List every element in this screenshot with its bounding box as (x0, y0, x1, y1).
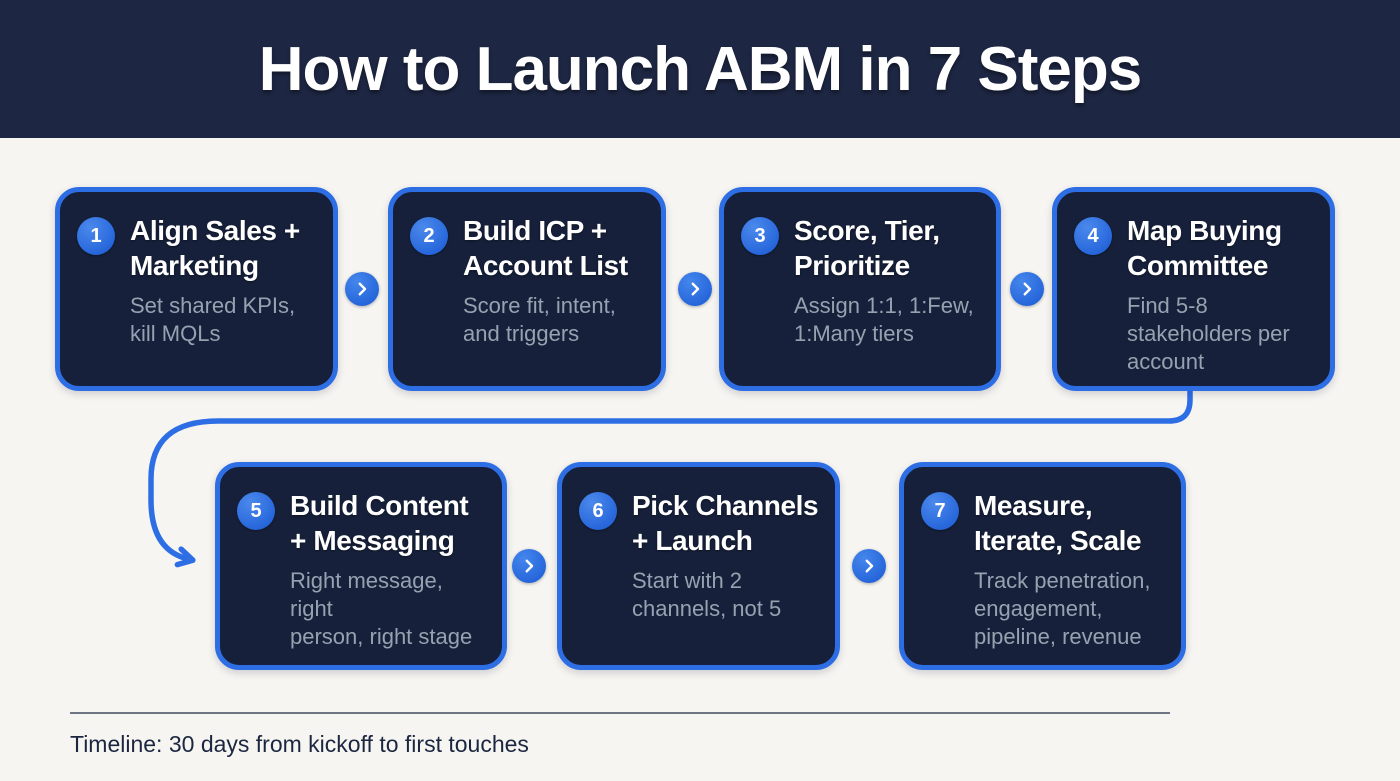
chevron-right-icon (678, 272, 712, 306)
step-card-6: 6 Pick Channels + Launch Start with 2 ch… (557, 462, 840, 670)
step-number-badge: 1 (77, 217, 115, 255)
step-description: Start with 2 channels, not 5 (632, 568, 782, 621)
step-card-head: 6 Pick Channels + Launch (579, 488, 819, 558)
step-number-badge: 2 (410, 217, 448, 255)
timeline-note: Timeline: 30 days from kickoff to first … (70, 731, 529, 757)
step-number-badge: 5 (237, 492, 275, 530)
chevron-right-icon (1010, 272, 1044, 306)
step-title: Score, Tier, Prioritize (794, 215, 940, 281)
step-number-badge: 6 (579, 492, 617, 530)
step-card-1: 1 Align Sales + Marketing Set shared KPI… (55, 187, 338, 391)
step-title: Measure, Iterate, Scale (974, 490, 1142, 556)
step-title: Map Buying Committee (1127, 215, 1282, 281)
chevron-right-icon (852, 549, 886, 583)
step-title: Align Sales + Marketing (130, 215, 300, 281)
step-description: Assign 1:1, 1:Few, 1:Many tiers (794, 293, 974, 346)
step-card-head: 2 Build ICP + Account List (410, 213, 645, 283)
step-description: Track penetration, engagement, pipeline,… (974, 568, 1151, 649)
step-title: Build ICP + Account List (463, 215, 628, 281)
step-card-3: 3 Score, Tier, Prioritize Assign 1:1, 1:… (719, 187, 1001, 391)
step-card-4: 4 Map Buying Committee Find 5-8 stakehol… (1052, 187, 1335, 391)
step-description: Find 5-8 stakeholders per account (1127, 293, 1290, 374)
step-number-badge: 3 (741, 217, 779, 255)
step-card-head: 1 Align Sales + Marketing (77, 213, 317, 283)
footer-divider (70, 712, 1170, 714)
header-banner: How to Launch ABM in 7 Steps (0, 0, 1400, 138)
step-card-7: 7 Measure, Iterate, Scale Track penetrat… (899, 462, 1186, 670)
step-number-badge: 7 (921, 492, 959, 530)
step-card-2: 2 Build ICP + Account List Score fit, in… (388, 187, 666, 391)
step-card-head: 7 Measure, Iterate, Scale (921, 488, 1165, 558)
step-card-head: 3 Score, Tier, Prioritize (741, 213, 980, 283)
chevron-right-icon (345, 272, 379, 306)
step-description: Set shared KPIs, kill MQLs (130, 293, 296, 346)
step-card-head: 5 Build Content + Messaging (237, 488, 486, 558)
step-description: Right message, right person, right stage (290, 568, 473, 649)
step-title: Pick Channels + Launch (632, 490, 819, 556)
step-title: Build Content + Messaging (290, 490, 469, 556)
step-description: Score fit, intent, and triggers (463, 293, 616, 346)
step-card-head: 4 Map Buying Committee (1074, 213, 1314, 283)
step-card-5: 5 Build Content + Messaging Right messag… (215, 462, 507, 670)
step-number-badge: 4 (1074, 217, 1112, 255)
chevron-right-icon (512, 549, 546, 583)
page-title: How to Launch ABM in 7 Steps (258, 34, 1143, 104)
